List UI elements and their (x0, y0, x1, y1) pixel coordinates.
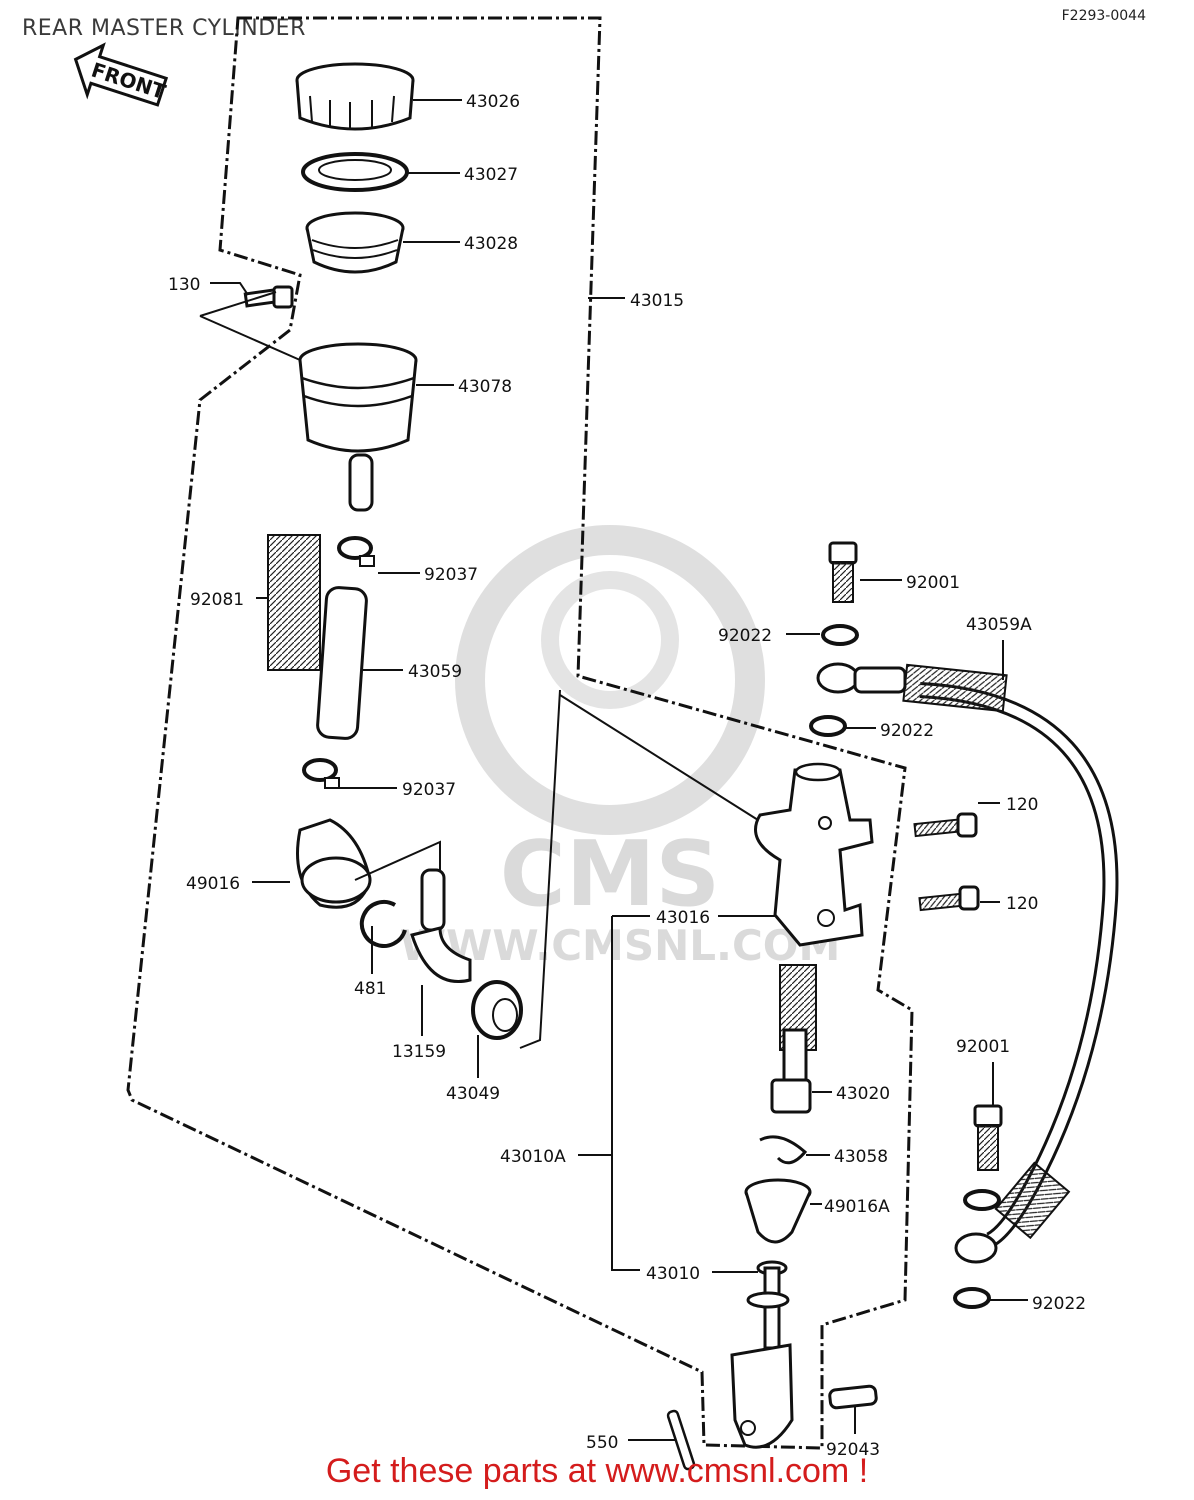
diagram-title: REAR MASTER CYLINDER (22, 16, 306, 41)
label-43027: 43027 (464, 165, 518, 185)
assembly-outline (126, 16, 914, 1450)
washer-92022-c (963, 1189, 1001, 1211)
label-550: 550 (586, 1433, 618, 1453)
label-43059A: 43059A (966, 615, 1032, 635)
label-43059: 43059 (408, 662, 462, 682)
part-labels: 43026 43027 43028 43015 130 43078 92037 … (168, 92, 1086, 1460)
oring-43049 (471, 980, 523, 1040)
shop-link-banner[interactable]: Get these parts at www.cmsnl.com ! (325, 1452, 869, 1490)
brake-hose (902, 663, 1119, 1248)
label-120-upper: 120 (1006, 795, 1038, 815)
banjo-fitting-upper (816, 662, 907, 694)
reservoir-body (298, 342, 418, 512)
reservoir-hose (316, 586, 368, 740)
label-43078: 43078 (458, 377, 512, 397)
diaphragm (305, 211, 405, 274)
watermark-logo-text: CMS (500, 822, 720, 927)
label-92043: 92043 (826, 1440, 880, 1460)
label-43016: 43016 (656, 908, 710, 928)
banjo-bolt-lower (973, 1104, 1003, 1171)
label-130: 130 (168, 275, 200, 295)
screw-130 (243, 285, 294, 309)
label-49016: 49016 (186, 874, 240, 894)
reservoir-cap (295, 62, 415, 131)
label-13159: 13159 (392, 1042, 446, 1062)
master-cylinder-body (754, 762, 874, 947)
label-92022-a: 92022 (718, 626, 772, 646)
washer-92022-d (953, 1287, 991, 1309)
piston-43020 (770, 1028, 812, 1114)
label-481: 481 (354, 979, 386, 999)
leader-lines (199, 99, 1028, 1441)
dust-boot-49016A (744, 1178, 812, 1244)
dust-boot-49016 (296, 818, 372, 909)
label-43010A: 43010A (500, 1147, 566, 1167)
label-92001-lower: 92001 (956, 1037, 1010, 1057)
label-120-lower: 120 (1006, 894, 1038, 914)
hose-fitting-13159 (410, 868, 472, 983)
label-43058: 43058 (834, 1147, 888, 1167)
label-92037-upper: 92037 (424, 565, 478, 585)
cotter-pin-550 (666, 1409, 696, 1471)
label-43020: 43020 (836, 1084, 890, 1104)
bolt-120-lower (918, 885, 980, 912)
bolt-120-upper (913, 812, 978, 838)
label-43015: 43015 (630, 291, 684, 311)
spring-92081 (267, 534, 321, 671)
circlip-481 (359, 899, 407, 948)
label-43010: 43010 (646, 1264, 700, 1284)
label-49016A: 49016A (824, 1197, 890, 1217)
label-43028: 43028 (464, 234, 518, 254)
sub-assembly-outline (519, 689, 561, 1049)
hose-clamp-upper (337, 536, 375, 567)
label-92081: 92081 (190, 590, 244, 610)
label-92022-b: 92022 (880, 721, 934, 741)
push-rod-43010 (730, 1260, 794, 1449)
banjo-fitting-lower (954, 1232, 998, 1264)
label-92022-c: 92022 (1032, 1294, 1086, 1314)
washer-92022-a (821, 624, 859, 646)
front-arrow: FRONT (73, 42, 169, 107)
hose-clamp-lower (302, 758, 340, 789)
cms-watermark: CMS WWW.CMSNL.COM (400, 525, 841, 970)
label-92001-upper: 92001 (906, 573, 960, 593)
label-43049: 43049 (446, 1084, 500, 1104)
circlip-43058 (759, 1135, 808, 1165)
pin-92043 (828, 1384, 878, 1410)
label-43026: 43026 (466, 92, 520, 112)
watermark-url-text: WWW.CMSNL.COM (400, 921, 841, 970)
figure-code: F2293-0044 (1061, 8, 1146, 24)
banjo-bolt-upper (828, 541, 858, 603)
washer-92022-b (809, 715, 847, 737)
label-92037-lower: 92037 (402, 780, 456, 800)
